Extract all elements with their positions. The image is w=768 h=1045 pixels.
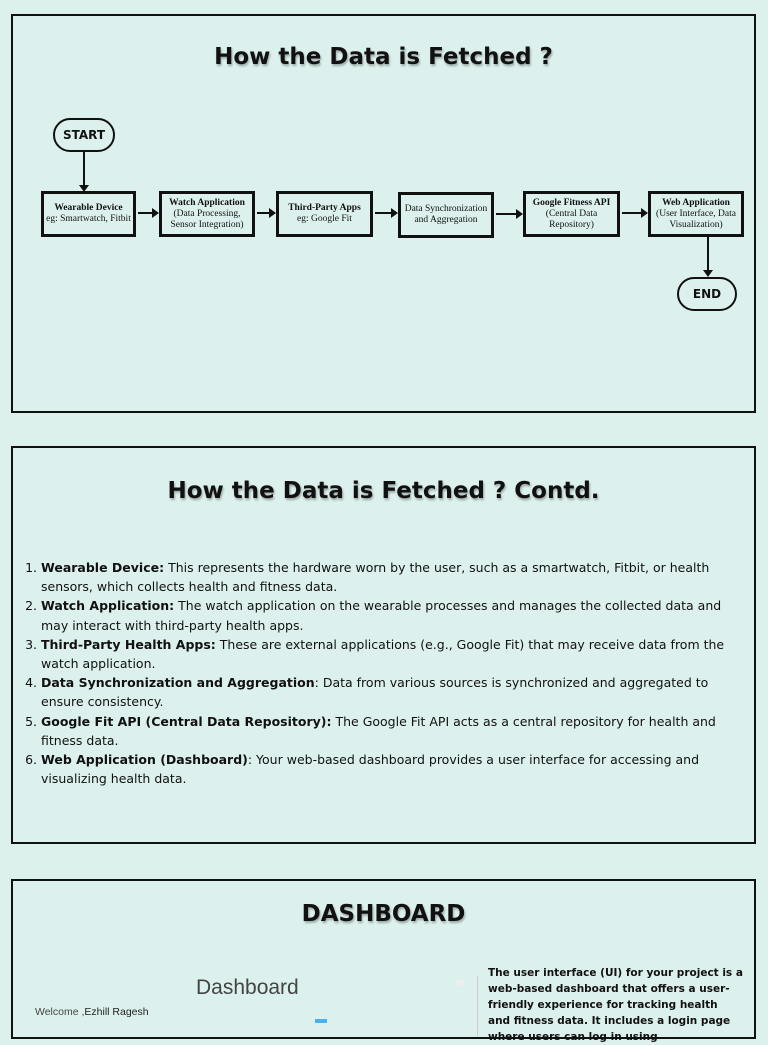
box-text: (Central Data Repository) bbox=[545, 208, 598, 230]
item-term: Wearable Device: bbox=[41, 560, 165, 575]
box-text: (User Interface, Data Visualization) bbox=[656, 208, 736, 230]
list-item: Web Application (Dashboard): Your web-ba… bbox=[41, 750, 751, 788]
item-term: Google Fit API (Central Data Repository)… bbox=[41, 713, 332, 729]
list-item: Google Fit API (Central Data Repository)… bbox=[41, 712, 751, 750]
list-item: Data Synchronization and Aggregation: Da… bbox=[41, 673, 751, 711]
start-node: START bbox=[53, 118, 115, 152]
flow-box: Watch Application(Data Processing, Senso… bbox=[159, 191, 255, 237]
item-text: : Data from various sources is synchroni… bbox=[41, 675, 709, 710]
list-item: Watch Application: The watch application… bbox=[41, 596, 751, 634]
list-item: Wearable Device: This represents the har… bbox=[41, 558, 751, 596]
dashboard-description: The user interface (UI) for your project… bbox=[488, 967, 743, 1043]
list-item: Third-Party Health Apps: These are exter… bbox=[41, 635, 751, 673]
arrow bbox=[375, 208, 398, 218]
toggle-icon[interactable] bbox=[455, 980, 464, 986]
slide-title: How the Data is Fetched ? Contd. bbox=[167, 478, 600, 504]
box-title: Third-Party Apps bbox=[288, 203, 361, 213]
slide-title: How the Data is Fetched ? bbox=[214, 44, 553, 70]
item-text: These are external applications (e.g., G… bbox=[41, 636, 725, 672]
user-name: Ezhill Ragesh bbox=[84, 1006, 149, 1018]
arrow bbox=[79, 152, 89, 192]
box-title: Watch Application bbox=[169, 197, 245, 208]
box-text: eg: Smartwatch, Fitbit bbox=[46, 214, 131, 224]
box-title: Google Fitness API bbox=[532, 197, 611, 208]
box-text: (Data Processing, Sensor Integration) bbox=[170, 208, 244, 230]
flow-box: Google Fitness API(Central Data Reposito… bbox=[523, 191, 620, 237]
arrow bbox=[622, 208, 648, 218]
arrow bbox=[257, 208, 276, 218]
blue-badge bbox=[315, 1019, 327, 1023]
dashboard-slide: DASHBOARD Dashboard Welcome ,Ezhill Rage… bbox=[11, 879, 756, 1043]
item-term: Watch Application: bbox=[41, 598, 175, 614]
item-term: Data Synchronization and Aggregation bbox=[41, 675, 315, 691]
box-text: eg: Google Fit bbox=[297, 214, 352, 224]
dashboard-heading: Dashboard bbox=[196, 976, 299, 999]
item-text: The watch application on the wearable pr… bbox=[41, 598, 722, 633]
flowchart-slide: How the Data is Fetched ? START Wearable… bbox=[11, 14, 756, 413]
item-text: The Google Fit API acts as a central rep… bbox=[41, 713, 716, 748]
dashboard-preview: Dashboard Welcome ,Ezhill Ragesh bbox=[31, 976, 471, 1036]
item-term: Third-Party Health Apps: bbox=[41, 636, 216, 652]
slide-title: DASHBOARD bbox=[301, 901, 466, 927]
divider bbox=[477, 976, 478, 1036]
box-title: Web Application bbox=[662, 197, 730, 208]
flow-box: Web Application(User Interface, Data Vis… bbox=[648, 191, 744, 237]
arrow bbox=[138, 208, 159, 218]
steps-list: Wearable Device: This represents the har… bbox=[41, 558, 751, 788]
end-node: END bbox=[677, 277, 737, 311]
welcome-label: Welcome , bbox=[35, 1006, 85, 1018]
box-text: Data Synchronization and Aggregation bbox=[404, 204, 488, 225]
arrow bbox=[496, 209, 523, 219]
arrow bbox=[703, 237, 713, 277]
explanation-slide: How the Data is Fetched ? Contd. Wearabl… bbox=[11, 446, 756, 844]
flow-box: Data Synchronization and Aggregation bbox=[398, 192, 494, 238]
box-title: Wearable Device bbox=[54, 203, 123, 213]
item-text: : Your web-based dashboard provides a us… bbox=[41, 752, 700, 787]
welcome-text: Welcome ,Ezhill Ragesh bbox=[35, 1006, 149, 1018]
item-text: This represents the hardware worn by the… bbox=[41, 560, 710, 595]
item-term: Web Application (Dashboard) bbox=[41, 752, 248, 768]
